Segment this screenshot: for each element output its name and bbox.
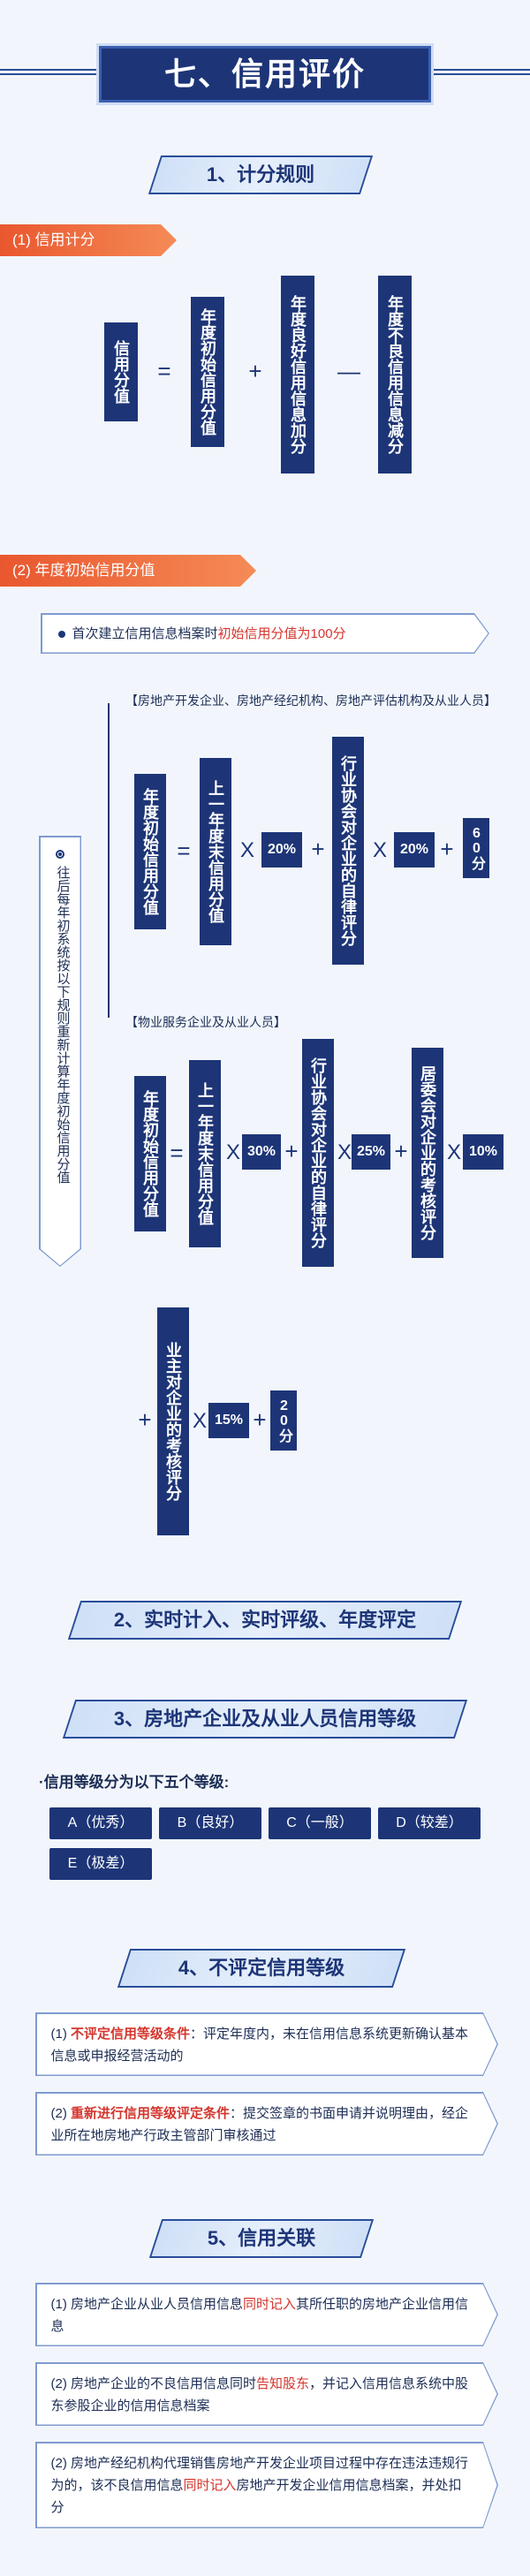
g2-times-4: X: [192, 1409, 207, 1433]
title-banner: 七、信用评价: [99, 46, 431, 102]
g1-fixed-score: 60分: [463, 818, 489, 878]
linkage-1-highlight: 同时记入: [243, 2296, 297, 2312]
no-rating-card-1: (1) 不评定信用等级条件：评定年度内，未在信用信息系统更新确认基本信息或申报经…: [35, 2012, 498, 2076]
formula-equals: =: [157, 358, 171, 384]
linkage-card-3: (2) 房地产经纪机构代理销售房地产开发企业项目过程中存在违法违规行为的，该不良…: [35, 2442, 498, 2528]
linkage-1-post: 其所任职的房地产企业信用信息: [50, 2296, 469, 2334]
linkage-card-1: (1) 房地产企业从业人员信用信息同时记入其所任职的房地产企业信用信息: [35, 2283, 498, 2346]
g2-fixed-score: 20分: [270, 1390, 297, 1451]
g1-pct-2: 20%: [394, 832, 435, 868]
g2-pct-1: 30%: [242, 1134, 281, 1170]
g2-pct-3: 10%: [463, 1134, 504, 1170]
g2-owner-score: 业主对企业的考核评分: [157, 1307, 189, 1535]
first-note-highlight: 初始信用分值为100分: [217, 625, 346, 641]
tag-initial-score: (2) 年度初始信用分值: [0, 555, 256, 587]
linkage-2-num: (2): [50, 2375, 67, 2391]
grades-intro: ·信用等级分为以下五个等级:: [39, 1774, 230, 1791]
formula-bad-info: 年度不良信用信息减分: [378, 276, 412, 474]
formula-plus: +: [248, 358, 262, 384]
g2-times-2: X: [337, 1140, 352, 1164]
section-banner-2: 2、实时计入、实时评级、年度评定: [67, 1601, 463, 1640]
linkage-2-post: ，并记入信用信息系统中股东参股企业的信用信息档案: [50, 2375, 469, 2413]
no-rating-2-highlight: 重新进行信用等级评定条件: [71, 2105, 231, 2121]
g2-times-3: X: [446, 1140, 461, 1164]
g1-equals: =: [177, 837, 191, 864]
g2-pct-4: 15%: [208, 1403, 249, 1438]
grade-c: C（一般）: [269, 1807, 371, 1839]
page-title: 七、信用评价: [163, 56, 366, 92]
g2-plus-2: +: [394, 1138, 408, 1164]
formula-annual-initial: 年度初始信用分值: [191, 297, 224, 447]
grade-a: A（优秀）: [49, 1807, 152, 1839]
first-note-text: 首次建立信用信息档案时: [72, 625, 218, 641]
section-title-4: 4、不评定信用等级: [178, 1957, 345, 1979]
g1-association-score: 行业协会对企业的自律评分: [332, 737, 364, 965]
section-title-3: 3、房地产企业及从业人员信用等级: [113, 1708, 417, 1730]
group2-label: 【物业服务企业及从业人员】: [125, 1015, 286, 1029]
no-rating-2-num: (2): [50, 2105, 67, 2121]
group1-label: 【房地产开发企业、房地产经纪机构、房地产评估机构及从业人员】: [125, 693, 496, 708]
section-banner-5: 5、信用关联: [148, 2219, 375, 2258]
linkage-2-highlight: 告知股东: [256, 2375, 310, 2391]
linkage-1-num: (1): [50, 2296, 67, 2312]
side-note-text: 往后每年初系统按以下规则重新计算年度初始信用分值: [55, 865, 71, 1184]
no-rating-1-text: ：评定年度内，未在信用信息系统更新确认基本信息或申报经营活动的: [50, 2026, 469, 2064]
linkage-2-pre: 房地产企业的不良信用信息同时: [71, 2375, 257, 2391]
no-rating-card-2: (2) 重新进行信用等级评定条件：提交签章的书面申请并说明理由，经企业所在地房地…: [35, 2092, 498, 2156]
grade-d: D（较差）: [378, 1807, 481, 1839]
formula-credit-value: 信用分值: [104, 322, 138, 421]
g1-last-year-end: 上一年度末信用分值: [200, 758, 231, 945]
no-rating-2-text: ：提交签章的书面申请并说明理由，经企业所在地房地产行政主管部门审核通过: [50, 2105, 469, 2143]
g2-plus-4: +: [253, 1406, 267, 1433]
section-banner-4: 4、不评定信用等级: [117, 1949, 406, 1988]
no-rating-1-num: (1): [50, 2026, 67, 2042]
section-banner-3: 3、房地产企业及从业人员信用等级: [62, 1700, 468, 1739]
linkage-3-highlight: 同时记入: [183, 2477, 237, 2493]
g2-equals: =: [170, 1140, 184, 1166]
first-note-card: 首次建立信用信息档案时初始信用分值为100分: [41, 613, 489, 654]
g1-pct-1: 20%: [261, 832, 302, 868]
linkage-3-num: (2): [50, 2455, 67, 2471]
section-title-5: 5、信用关联: [207, 2227, 316, 2249]
g2-times-1: X: [225, 1140, 240, 1164]
section-title-2: 2、实时计入、实时评级、年度评定: [113, 1609, 417, 1631]
g1-plus-2: +: [440, 836, 454, 862]
g2-annual-initial: 年度初始信用分值: [134, 1076, 166, 1231]
g2-association-score: 行业协会对企业的自律评分: [302, 1039, 334, 1267]
formula-minus: —: [337, 358, 360, 384]
grade-b: B（良好）: [159, 1807, 261, 1839]
linkage-card-2: (2) 房地产企业的不良信用信息同时告知股东，并记入信用信息系统中股东参股企业的…: [35, 2362, 498, 2426]
g1-times-1: X: [239, 838, 254, 862]
linkage-3-post: 房地产开发企业信用信息档案，并处扣分: [50, 2477, 462, 2515]
side-note-box: 往后每年初系统按以下规则重新计算年度初始信用分值: [39, 836, 81, 1267]
g2-plus-3: +: [138, 1406, 152, 1433]
grade-e: E（极差）: [49, 1848, 152, 1880]
section-banner-1: 1、计分规则: [148, 155, 374, 194]
tag-credit-score: (1) 信用计分: [0, 224, 177, 256]
g2-last-year-end: 上一年度末信用分值: [189, 1060, 221, 1247]
formula-good-info: 年度良好信用信息加分: [281, 276, 314, 474]
linkage-3-pre: 房地产经纪机构代理销售房地产开发企业项目过程中存在违法违规行为的，该不良信用信息: [50, 2455, 469, 2493]
no-rating-1-highlight: 不评定信用等级条件: [71, 2026, 191, 2042]
bracket-group1: [108, 703, 110, 1018]
linkage-1-pre: 房地产企业从业人员信用信息: [71, 2296, 244, 2312]
section-title-1: 1、计分规则: [206, 163, 315, 186]
g1-times-2: X: [372, 838, 387, 862]
g2-plus-1: +: [284, 1138, 299, 1164]
g2-committee-score: 居委会对企业的考核评分: [412, 1048, 443, 1258]
g2-pct-2: 25%: [352, 1134, 390, 1170]
g1-plus-1: +: [311, 836, 325, 862]
g1-annual-initial: 年度初始信用分值: [134, 774, 166, 929]
